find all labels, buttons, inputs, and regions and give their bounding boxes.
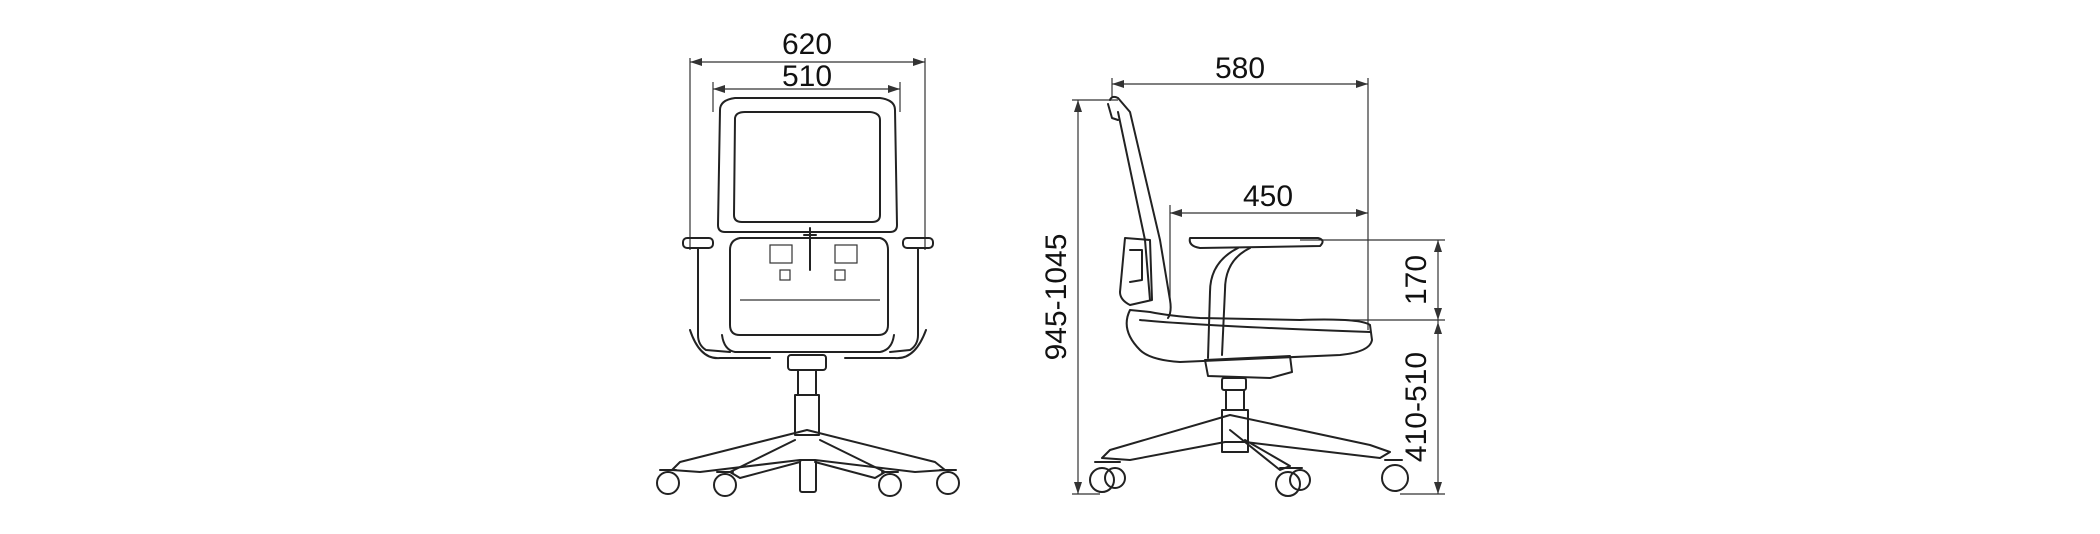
dimension-seat-height: 410-510 xyxy=(1400,320,1445,495)
side-seat xyxy=(1125,309,1373,363)
side-mechanism xyxy=(1204,355,1293,453)
front-view: 620 510 xyxy=(656,28,960,497)
front-seat-back xyxy=(721,227,895,353)
front-gas-lift xyxy=(787,354,827,436)
dimension-back-width: 510 xyxy=(712,60,901,112)
overall-height-label: 945-1045 xyxy=(1040,234,1073,361)
front-armrests xyxy=(682,237,934,360)
seat-depth-label: 450 xyxy=(1243,180,1293,213)
side-base xyxy=(1089,414,1409,497)
armrest-height-label: 170 xyxy=(1400,255,1433,305)
dimension-overall-height: 945-1045 xyxy=(1040,99,1118,495)
side-armrest xyxy=(1188,237,1324,359)
overall-depth-label: 580 xyxy=(1215,52,1265,85)
seat-height-label: 410-510 xyxy=(1400,352,1433,462)
front-backrest xyxy=(717,97,898,233)
side-backrest xyxy=(1107,95,1172,319)
dimension-seat-depth: 450 xyxy=(1169,180,1368,300)
side-view: 580 450 945-1045 170 xyxy=(1040,52,1445,497)
back-width-label: 510 xyxy=(782,60,832,93)
overall-width-label: 620 xyxy=(782,28,832,61)
front-base xyxy=(656,429,960,497)
dimension-overall-depth: 580 xyxy=(1111,52,1369,330)
dimension-overall-width: 620 xyxy=(689,28,926,250)
dimension-armrest-height: 170 xyxy=(1300,239,1445,321)
